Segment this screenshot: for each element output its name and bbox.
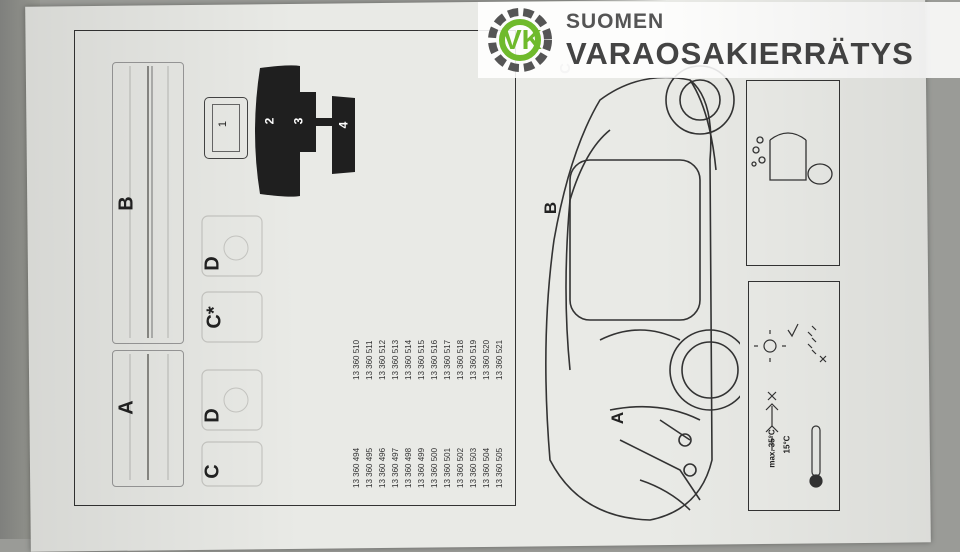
part-number: 13 360 511 bbox=[365, 340, 374, 380]
part-number: 13 360 520 bbox=[482, 339, 491, 380]
label-car-b: B bbox=[541, 201, 561, 215]
label-part-3: 3 bbox=[291, 117, 306, 125]
label-part-2: 2 bbox=[262, 117, 277, 125]
label-d-right: D bbox=[201, 256, 224, 271]
part-number: 13 360 518 bbox=[456, 339, 465, 380]
strip-b bbox=[112, 62, 184, 344]
min-temp-label: 15°C bbox=[782, 435, 792, 454]
part-number: 13 360 510 bbox=[352, 339, 361, 380]
parts-frame bbox=[74, 30, 516, 506]
part-1-box bbox=[204, 97, 248, 159]
parts-2-3-4-drawing bbox=[255, 65, 355, 197]
strip-b-drawing bbox=[129, 66, 169, 338]
strip-a bbox=[112, 350, 184, 487]
part-numbers-right: 13 360 510 13 360 511 13 360 512 13 360 … bbox=[352, 0, 522, 539]
part-number: 13 360 514 bbox=[404, 339, 413, 380]
max-temp-label: max. 35°C bbox=[767, 429, 777, 468]
label-d-left: D bbox=[201, 408, 224, 423]
watermark-logo bbox=[478, 2, 960, 78]
label-c-star: C* bbox=[203, 306, 226, 329]
label-car-a: A bbox=[608, 411, 628, 425]
label-c: C bbox=[201, 464, 224, 479]
part-number: 13 360 515 bbox=[417, 339, 426, 380]
clip-parts-drawing bbox=[201, 215, 263, 487]
car-outline-drawing bbox=[545, 65, 740, 521]
logo-line-2: VARAOSAKIERRÄTYS bbox=[566, 36, 914, 71]
part-number: 13 360 519 bbox=[469, 339, 478, 380]
strip-a-drawing bbox=[129, 354, 169, 480]
wash-bucket-icon bbox=[751, 132, 833, 185]
thermometer-icon bbox=[754, 323, 827, 488]
part-number: 13 360 513 bbox=[391, 339, 400, 380]
label-a-top: A bbox=[115, 400, 138, 415]
label-part-1: 1 bbox=[217, 120, 230, 128]
gear-icon bbox=[488, 8, 552, 72]
label-b-top: B bbox=[115, 196, 138, 211]
washing-box bbox=[746, 80, 840, 266]
logo-badge: VK bbox=[503, 24, 542, 55]
logo-line-1: SUOMEN bbox=[566, 10, 665, 33]
part-number: 13 360 521 bbox=[495, 339, 504, 380]
part-number: 13 360 512 bbox=[378, 339, 387, 380]
part-1-inner bbox=[212, 104, 240, 152]
label-part-4: 4 bbox=[336, 121, 351, 129]
part-number: 13 360 517 bbox=[443, 339, 452, 380]
part-number: 13 360 516 bbox=[430, 339, 439, 380]
conditions-box bbox=[748, 281, 840, 511]
